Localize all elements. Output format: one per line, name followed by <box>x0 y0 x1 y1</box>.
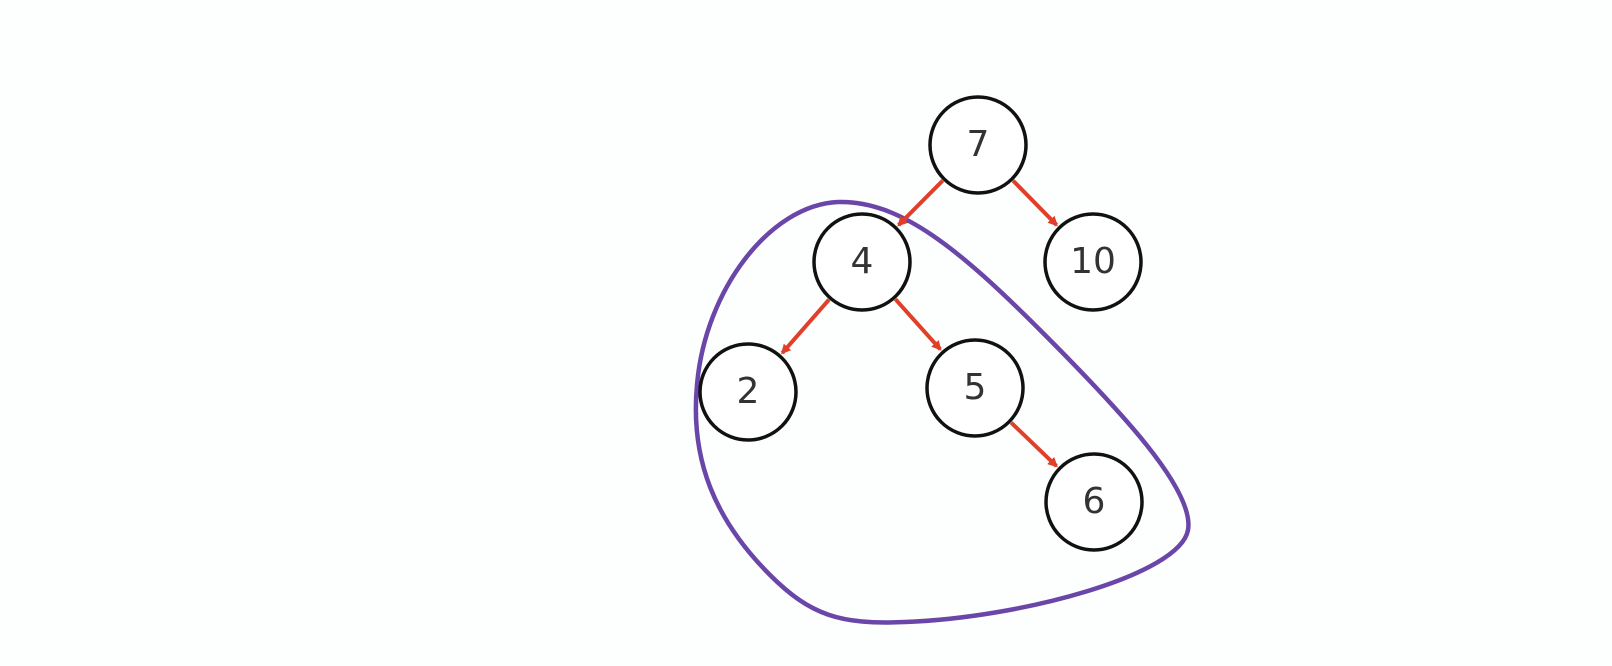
tree-node-circle <box>1043 212 1143 312</box>
tree-node-circle <box>812 212 912 312</box>
tree-node-label: 5 <box>964 367 987 408</box>
tree-node-circle <box>925 338 1025 438</box>
tree-node-label: 6 <box>1083 481 1106 522</box>
tree-node-7: 7 <box>928 95 1028 195</box>
edge-n7-n4 <box>897 179 945 227</box>
tree-node-4: 4 <box>812 212 912 312</box>
tree-node-label: 7 <box>967 124 990 165</box>
edge-n5-n6 <box>1009 421 1058 468</box>
tree-node-label: 4 <box>851 241 874 282</box>
tree-node-label: 2 <box>737 371 760 412</box>
tree-node-circle <box>928 95 1028 195</box>
tree-node-5: 5 <box>925 338 1025 438</box>
tree-node-2: 2 <box>698 342 798 442</box>
nodes-layer: 7 4 10 2 5 6 <box>698 95 1144 552</box>
edges-layer <box>780 179 1058 468</box>
edge-n4-n2 <box>780 298 831 355</box>
tree-node-label: 10 <box>1070 241 1116 282</box>
edge-n4-n5 <box>893 297 942 351</box>
tree-node-10: 10 <box>1043 212 1143 312</box>
tree-node-6: 6 <box>1044 452 1144 552</box>
tree-node-circle <box>1044 452 1144 552</box>
edge-n7-n10 <box>1011 179 1058 227</box>
subtree-highlight-outline <box>693 199 1191 625</box>
tree-node-circle <box>698 342 798 442</box>
